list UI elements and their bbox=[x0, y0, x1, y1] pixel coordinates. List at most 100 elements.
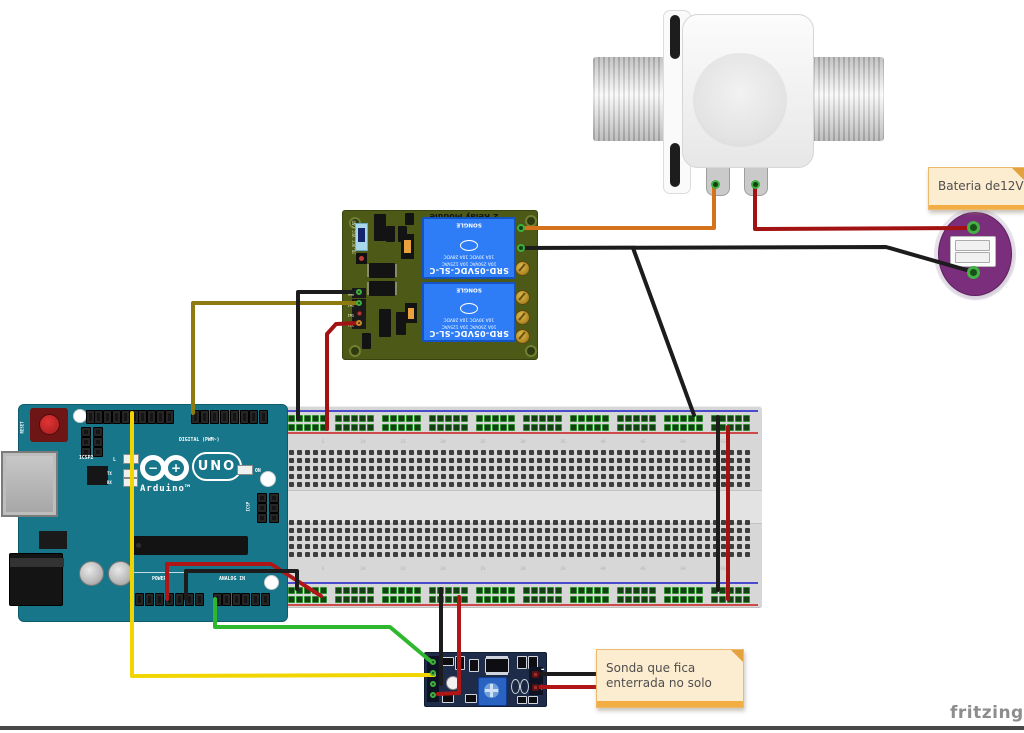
valve-pin-1[interactable] bbox=[710, 179, 720, 189]
grid-hole bbox=[552, 519, 558, 525]
smd-component bbox=[405, 213, 414, 225]
grid-hole bbox=[400, 543, 406, 549]
digital-pin[interactable] bbox=[120, 410, 130, 424]
icsp-pin[interactable] bbox=[257, 493, 267, 503]
power-pin[interactable] bbox=[154, 593, 164, 606]
rail-hole bbox=[381, 423, 389, 431]
digital-pin[interactable] bbox=[111, 410, 121, 424]
digital-pin[interactable] bbox=[155, 410, 165, 424]
wire-red-valve-to-battery[interactable] bbox=[753, 183, 970, 231]
sensor-probe-plus[interactable] bbox=[531, 683, 539, 691]
analog-pin[interactable] bbox=[260, 593, 270, 606]
wire-black-branch-to-top-rail[interactable] bbox=[631, 246, 696, 417]
relay-no-terminal[interactable] bbox=[517, 224, 525, 232]
grid-hole bbox=[680, 519, 686, 525]
battery-positive-pad[interactable] bbox=[966, 220, 980, 234]
digital-pin[interactable] bbox=[138, 410, 148, 424]
column-number: 5 bbox=[321, 439, 325, 444]
grid-hole bbox=[544, 481, 550, 487]
sensor-pin-2[interactable] bbox=[430, 670, 436, 676]
rail-hole bbox=[640, 586, 648, 594]
digital-pin[interactable] bbox=[200, 410, 210, 424]
reset-button[interactable] bbox=[30, 408, 68, 442]
icsp2-pin[interactable] bbox=[93, 447, 103, 457]
wire-yellow-gnd-to-sensor[interactable] bbox=[130, 411, 436, 678]
icsp2-pin[interactable] bbox=[93, 427, 103, 437]
digital-pin[interactable] bbox=[219, 410, 229, 424]
power-pin[interactable] bbox=[174, 593, 184, 606]
icsp-pin[interactable] bbox=[269, 493, 279, 503]
probe-note[interactable]: Sonda que fica enterrada no solo bbox=[596, 649, 744, 708]
sensor-pin-4[interactable] bbox=[430, 692, 436, 698]
icsp2-pin[interactable] bbox=[93, 437, 103, 447]
relay-gnd-pin[interactable] bbox=[356, 289, 362, 295]
relay-com-terminal[interactable] bbox=[517, 244, 525, 252]
relay-vcc-pin[interactable] bbox=[356, 320, 362, 326]
relay-terminal-screw[interactable] bbox=[515, 261, 530, 276]
pcb-screw-hole bbox=[525, 215, 537, 227]
grid-hole bbox=[624, 465, 630, 471]
relay-module[interactable]: 2 Relay Module SRD-05VDC-SL-C 10A 250VAC… bbox=[342, 210, 538, 360]
icsp-pin[interactable] bbox=[269, 503, 279, 513]
wire-black-relay-com-to-battery[interactable] bbox=[519, 245, 972, 273]
sensor-probe-minus[interactable] bbox=[531, 670, 539, 678]
digital-pin[interactable] bbox=[164, 410, 174, 424]
digital-pin[interactable] bbox=[103, 410, 113, 424]
grid-hole bbox=[408, 457, 414, 463]
power-pin[interactable] bbox=[134, 593, 144, 606]
grid-hole bbox=[720, 519, 726, 525]
solenoid-valve[interactable] bbox=[593, 8, 884, 198]
rail-hole bbox=[632, 595, 640, 603]
wire-red-rail-to-sensor[interactable] bbox=[436, 595, 461, 696]
power-pin[interactable] bbox=[194, 593, 204, 606]
wire-orange-relay-no-to-valve[interactable] bbox=[519, 183, 716, 230]
grid-hole bbox=[560, 535, 566, 541]
analog-pin[interactable] bbox=[231, 593, 241, 606]
jd-vcc-jumper[interactable] bbox=[355, 223, 368, 251]
wire-red-relay-vcc-to-top-rail[interactable] bbox=[325, 321, 361, 431]
wire-olive-pin7-to-relay-in2[interactable] bbox=[191, 301, 361, 415]
icsp2-pin[interactable] bbox=[81, 437, 91, 447]
power-pin[interactable] bbox=[144, 593, 154, 606]
grid-hole bbox=[568, 527, 574, 533]
digital-pin[interactable] bbox=[239, 410, 249, 424]
icsp-pin[interactable] bbox=[269, 513, 279, 523]
icsp-pin[interactable] bbox=[257, 513, 267, 523]
grid-hole bbox=[408, 519, 414, 525]
digital-pin[interactable] bbox=[147, 410, 157, 424]
relay-in2-pin[interactable] bbox=[356, 300, 362, 306]
digital-pin[interactable] bbox=[85, 410, 95, 424]
analog-pin[interactable] bbox=[222, 593, 232, 606]
wire-green-a0-to-sensor[interactable] bbox=[213, 597, 434, 664]
sensor-pin-3[interactable] bbox=[430, 681, 436, 687]
grid-hole bbox=[384, 543, 390, 549]
relay-terminal-screw[interactable] bbox=[515, 310, 530, 325]
icsp-pin[interactable] bbox=[257, 503, 267, 513]
analog-pin[interactable] bbox=[241, 593, 251, 606]
icsp2-pin[interactable] bbox=[81, 427, 91, 437]
arduino-uno-board[interactable]: RESET ICSP2 L TX RX − + UNO Arduino™ ON … bbox=[1, 404, 288, 622]
valve-pin-2[interactable] bbox=[750, 179, 760, 189]
digital-pin[interactable] bbox=[210, 410, 220, 424]
relay-in1-pin[interactable] bbox=[356, 310, 362, 316]
digital-pin[interactable] bbox=[229, 410, 239, 424]
battery-note[interactable]: Bateria de12V bbox=[928, 167, 1024, 210]
wire-black-gnd-to-bottom-rail[interactable] bbox=[184, 569, 299, 601]
grid-hole bbox=[528, 465, 534, 471]
relay-terminal-screw[interactable] bbox=[515, 329, 530, 344]
digital-pin[interactable] bbox=[94, 410, 104, 424]
wire-black-relay-gnd-to-top-rail[interactable] bbox=[296, 290, 361, 421]
analog-pin[interactable] bbox=[250, 593, 260, 606]
sensor-pin-1[interactable] bbox=[430, 659, 436, 665]
grid-hole bbox=[328, 527, 334, 533]
relay-terminal-screw[interactable] bbox=[515, 290, 530, 305]
battery-negative-pad[interactable] bbox=[966, 265, 980, 279]
digital-pin[interactable] bbox=[259, 410, 269, 424]
grid-hole bbox=[600, 519, 606, 525]
icsp2-pin[interactable] bbox=[81, 447, 91, 457]
digital-pin[interactable] bbox=[249, 410, 259, 424]
grid-hole bbox=[472, 527, 478, 533]
potentiometer[interactable] bbox=[478, 677, 507, 706]
grid-hole bbox=[432, 527, 438, 533]
